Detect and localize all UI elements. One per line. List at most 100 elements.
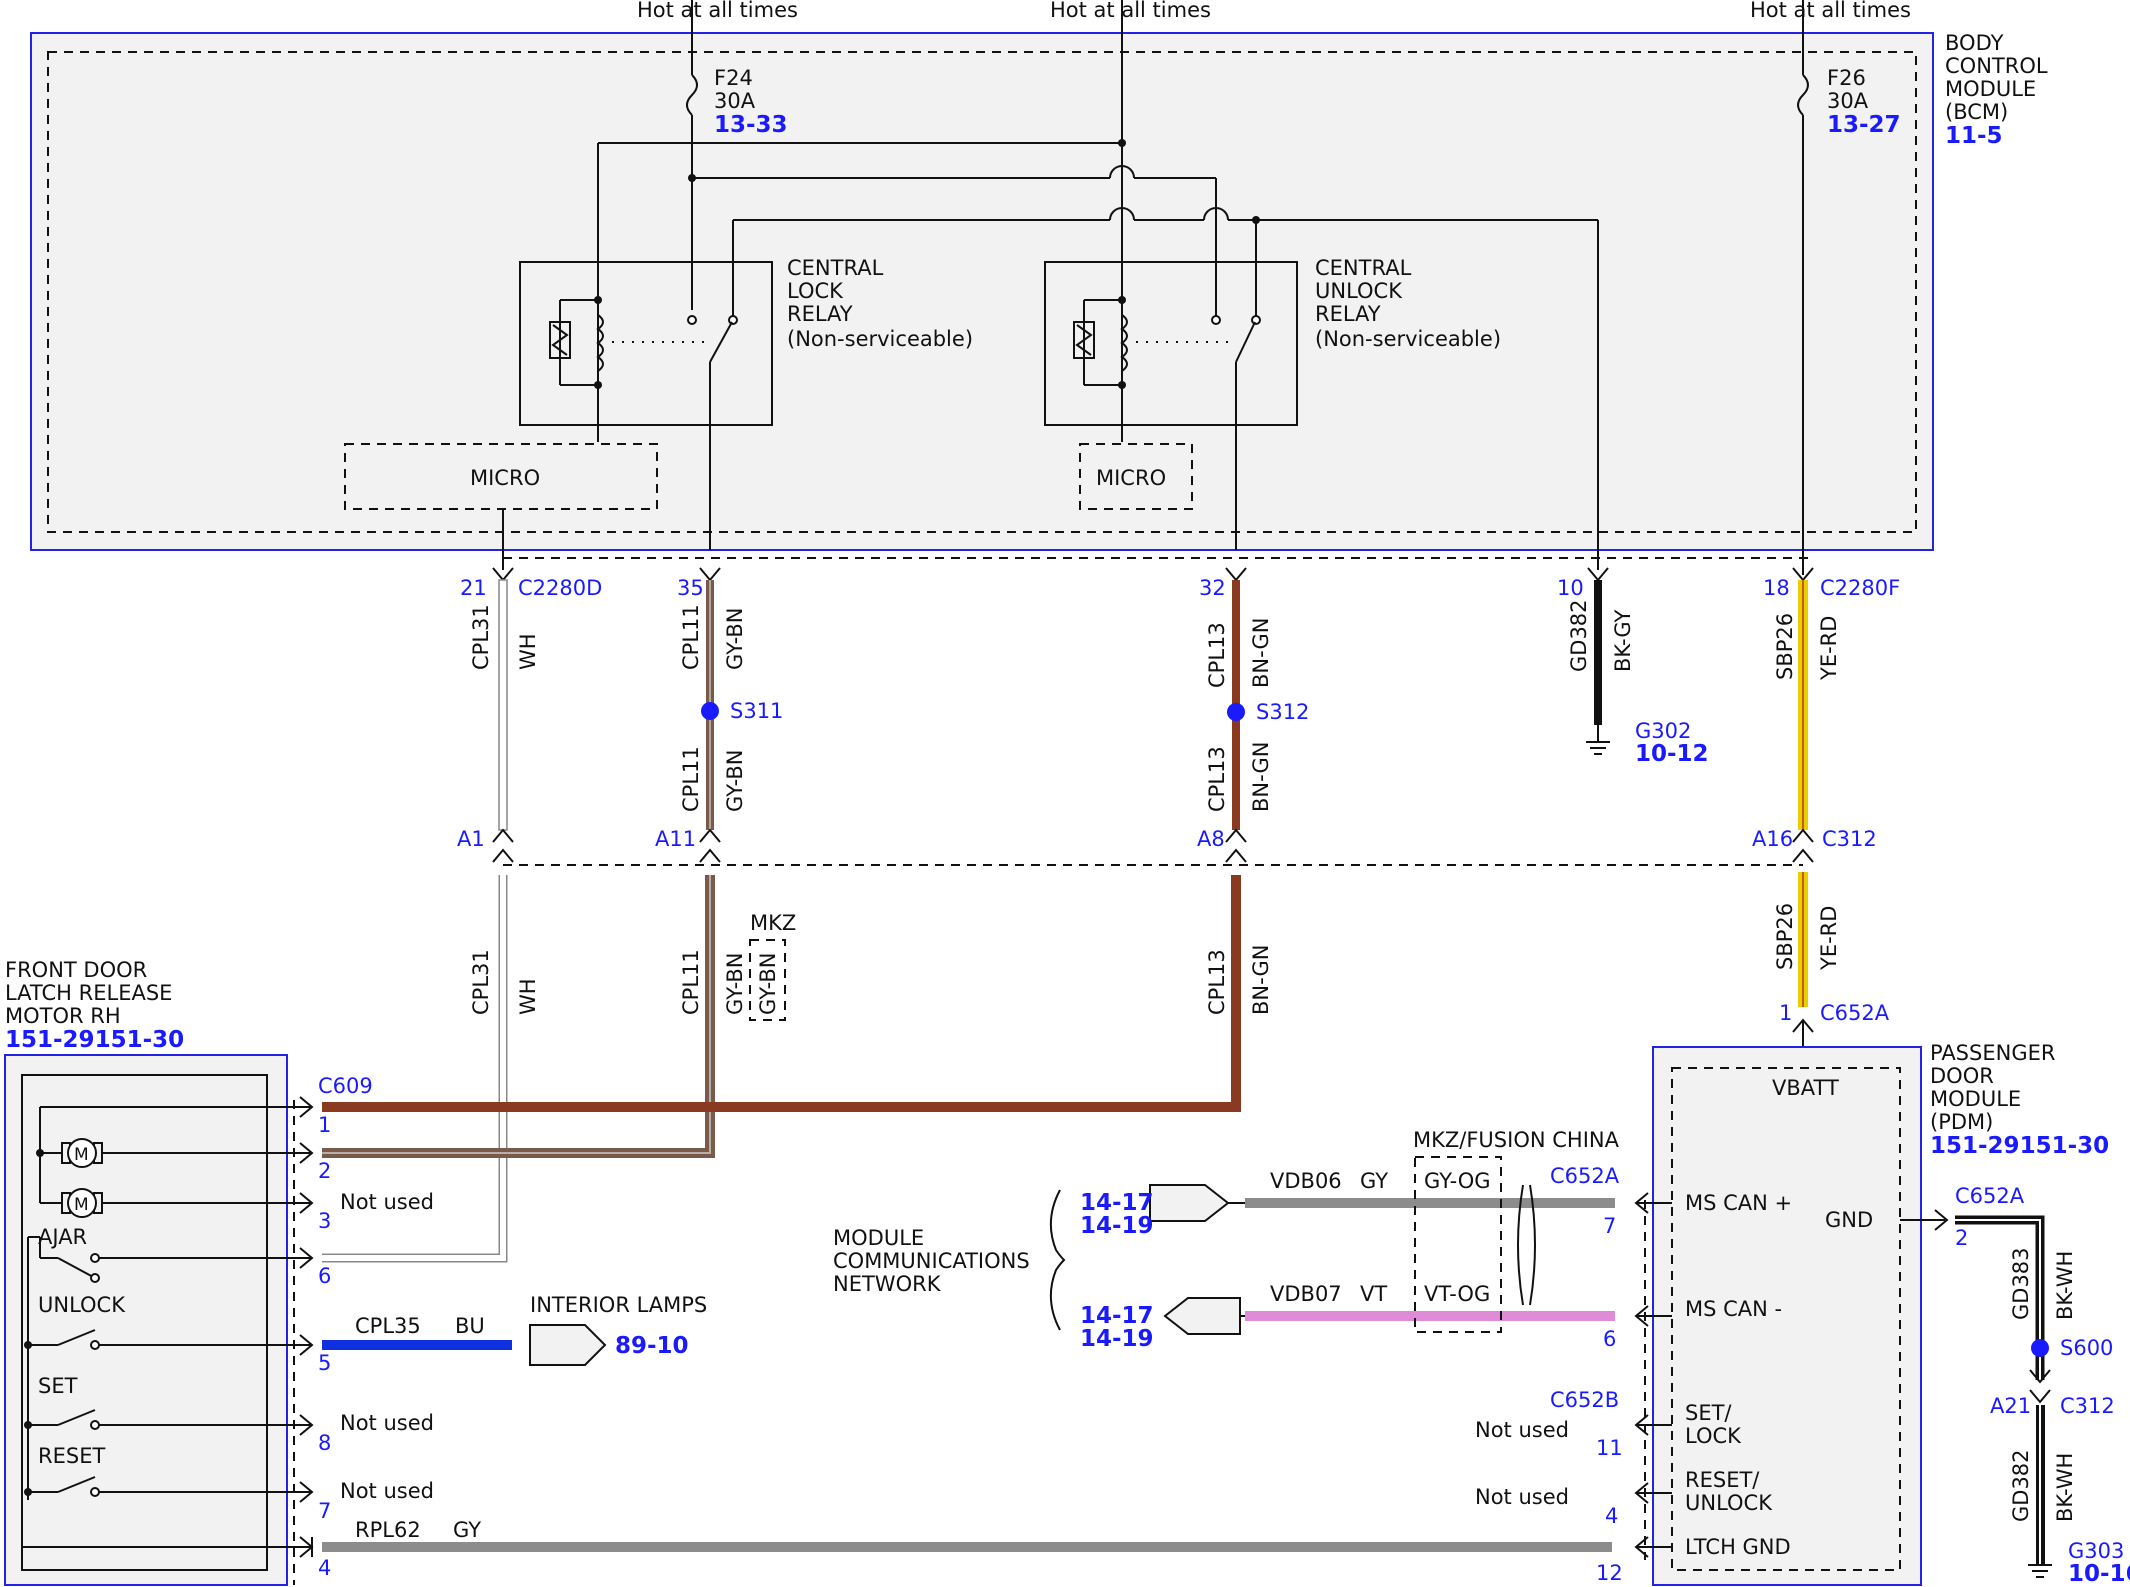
- fuse-f26-ref: 13-27: [1827, 112, 1901, 138]
- wire-rpl62: [322, 1542, 1612, 1552]
- micro-box-1: [344, 443, 658, 510]
- lock-relay-label-2: LOCK: [787, 279, 844, 303]
- c609-pin-1: 1: [318, 1113, 331, 1137]
- label-cpl31-lower: CPL31: [469, 949, 493, 1015]
- fuse-f26-amp: 30A: [1827, 89, 1869, 113]
- splice-s312-label: S312: [1256, 700, 1309, 724]
- wire-gd382-upper: [1594, 580, 1602, 725]
- c652b-name: C652B: [1550, 1388, 1619, 1412]
- bcm-label-4: (BCM): [1945, 100, 2008, 124]
- label-yerd-lower: YE-RD: [1817, 906, 1841, 971]
- bcm-label-3: MODULE: [1945, 77, 2036, 101]
- label-cpl11-lower: CPL11: [679, 949, 703, 1015]
- label-cpl35: CPL35: [355, 1314, 421, 1338]
- pdm-label-2: DOOR: [1930, 1064, 1994, 1088]
- latch-module-box: [4, 1054, 288, 1586]
- splice-s311-dot: [701, 702, 719, 720]
- network-ref-2a: 14-17: [1080, 1303, 1154, 1329]
- label-cpl13-lower: CPL13: [1205, 949, 1229, 1015]
- mkz-fusion-china-box: [1414, 1156, 1502, 1333]
- label-vdb07-vt: VT: [1360, 1282, 1387, 1306]
- ground-g302-ref: 10-12: [1635, 741, 1709, 767]
- label-cpl13-mid: CPL13: [1205, 746, 1229, 812]
- lock-relay-label-1: CENTRAL: [787, 256, 884, 280]
- latch-switches: [24, 1236, 312, 1500]
- c609-name: C609: [318, 1074, 373, 1098]
- conn-c2280f: C2280F: [1820, 576, 1900, 600]
- c652b-pin-4-not-used: Not used: [1475, 1485, 1569, 1509]
- label-cpl31-upper: CPL31: [469, 604, 493, 670]
- pdm-label-3: MODULE: [1930, 1087, 2021, 1111]
- unlock-relay-label-3: RELAY: [1315, 302, 1381, 326]
- c652a-can-name: C652A: [1550, 1164, 1620, 1188]
- pin-35: 35: [677, 576, 704, 600]
- label-bngn-lower: BN-GN: [1249, 945, 1273, 1015]
- latch-label-3: MOTOR RH: [5, 1004, 121, 1028]
- network-ref-1a: 14-17: [1080, 1190, 1154, 1216]
- network-ref-2b: 14-19: [1080, 1326, 1154, 1352]
- c609-pin-3-not-used: Not used: [340, 1190, 434, 1214]
- latch-motors: [36, 1106, 312, 1218]
- splice-s600-label: S600: [2060, 1336, 2113, 1360]
- label-bkwh-2: BK-WH: [2053, 1453, 2077, 1522]
- interior-lamps-connector: [529, 1324, 607, 1366]
- fuse-f26: [1797, 33, 1809, 575]
- pdm-ref: 151-29151-30: [1930, 1133, 2109, 1159]
- c652b-pin-12: 12: [1596, 1561, 1623, 1585]
- label-bngn-mid: BN-GN: [1249, 742, 1273, 812]
- c652a-pin-7: 7: [1603, 1214, 1616, 1238]
- pin-10: 10: [1557, 576, 1584, 600]
- wire-cpl35: [322, 1340, 512, 1350]
- network-label-2: COMMUNICATIONS: [833, 1249, 1030, 1273]
- pdm-set-lock-2: LOCK: [1685, 1424, 1742, 1448]
- fuse-f24: [686, 33, 698, 310]
- c312-lower-name: C312: [2060, 1394, 2115, 1418]
- hot-label-2: Hot at all times: [1050, 0, 1211, 22]
- label-gd383: GD383: [2009, 1247, 2033, 1320]
- lock-relay-label-4: (Non-serviceable): [787, 327, 973, 351]
- pdm-set-lock-1: SET/: [1685, 1401, 1732, 1425]
- c312-pin-a8: A8: [1197, 827, 1225, 851]
- label-vtog: VT-OG: [1424, 1282, 1490, 1306]
- fuse-f24-ref: 13-33: [714, 112, 788, 138]
- c609-pin-6: 6: [318, 1264, 331, 1288]
- fuse-f26-name: F26: [1827, 66, 1866, 90]
- label-cpl11-mid: CPL11: [679, 746, 703, 812]
- wire-vdb07: [1245, 1311, 1615, 1321]
- ground-g303-ref: 10-16: [2068, 1561, 2130, 1587]
- label-wh-upper: WH: [516, 633, 540, 670]
- label-bu: BU: [455, 1314, 485, 1338]
- motor-2-label: M: [74, 1195, 89, 1215]
- label-bkwh-1: BK-WH: [2053, 1251, 2077, 1320]
- pdm-module-box: [1652, 1046, 1922, 1586]
- c609-pin-7-not-used: Not used: [340, 1479, 434, 1503]
- ground-g302-symbol: [1586, 725, 1610, 755]
- unlock-relay-label-2: UNLOCK: [1315, 279, 1403, 303]
- pdm-gnd: GND: [1825, 1208, 1873, 1232]
- micro-label-1: MICRO: [470, 466, 540, 490]
- label-vdb06: VDB06: [1270, 1169, 1342, 1193]
- splice-s312-dot: [1227, 703, 1245, 721]
- hot-label-3: Hot at all times: [1750, 0, 1911, 22]
- bcm-inner-boundary: [47, 51, 1917, 533]
- network-connector-2: [1163, 1297, 1241, 1335]
- unlock-relay-label-4: (Non-serviceable): [1315, 327, 1501, 351]
- micro-box-2: [1079, 443, 1193, 510]
- central-lock-relay: [519, 261, 773, 550]
- label-sbp26-lower: SBP26: [1773, 903, 1797, 970]
- c609-pin-2: 2: [318, 1159, 331, 1183]
- bcm-module-box: [30, 32, 1934, 551]
- splice-s600-dot: [2031, 1339, 2049, 1357]
- c652b-pin-11: 11: [1596, 1436, 1623, 1460]
- label-mkz: MKZ: [750, 911, 796, 935]
- pdm-inner-box: [1671, 1067, 1901, 1571]
- network-ref-1b: 14-19: [1080, 1213, 1154, 1239]
- label-bkgy: BK-GY: [1611, 609, 1635, 672]
- pdm-reset-unlock-2: UNLOCK: [1685, 1491, 1773, 1515]
- c312-pin-a16: A16: [1752, 827, 1793, 851]
- pin-21: 21: [460, 576, 487, 600]
- c652a-top-name: C652A: [1820, 1001, 1890, 1025]
- wire-vdb06: [1245, 1198, 1615, 1208]
- c312-name: C312: [1822, 827, 1877, 851]
